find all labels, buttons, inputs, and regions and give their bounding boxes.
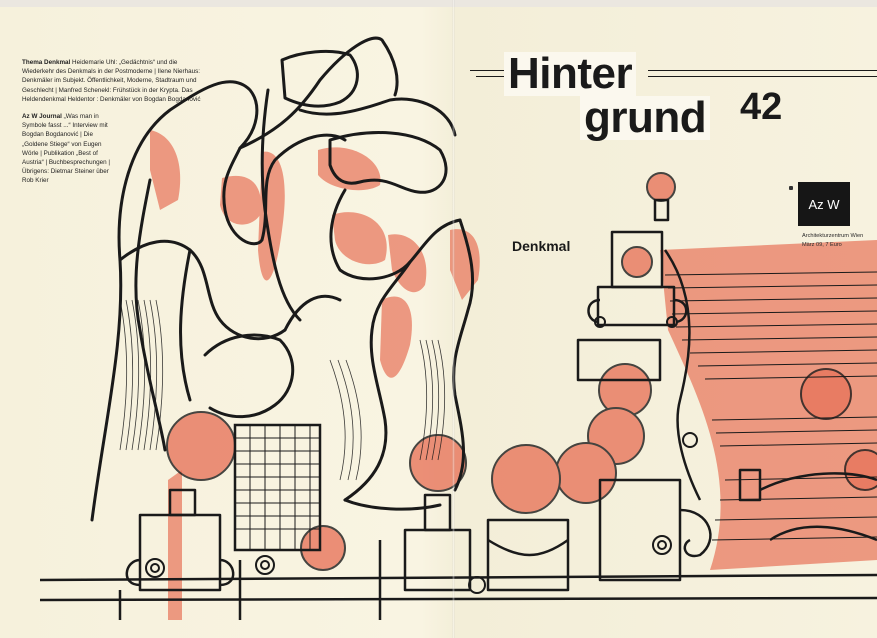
title-rule-top-2 [476,76,504,77]
contents-block-thema: Thema Denkmal Heidemarie Uhl: „Gedächtni… [22,58,208,104]
publisher-date-price: März 09, 7 Euro [802,242,842,248]
publisher-info: Architekturzentrum Wien März 09, 7 Euro [802,232,877,250]
contents-heading-thema: Thema Denkmal [22,59,71,66]
title-rule-right-2 [648,76,877,77]
contents-text-thema: Heidemarie Uhl: „Gedächtnis“ und die Wie… [22,59,201,103]
contents-heading-journal: Az W Journal [22,113,62,121]
issue-number: 42 [740,86,783,128]
logo-mark [789,186,793,190]
contents-text-journal: „Was man in Symbole fasst ...“ Interview… [22,113,110,185]
centre-fold [452,0,455,638]
azw-logo: Az W [798,182,850,226]
publisher-name: Architekturzentrum Wien [802,233,864,239]
scan-edge [0,0,877,7]
magazine-title-line2: grund [580,96,711,140]
magazine-title-line1: Hinter [504,52,637,96]
title-rule-right [648,70,877,71]
contents-column: Thema Denkmal Heidemarie Uhl: „Gedächtni… [22,58,208,194]
title-rule-top [470,70,504,71]
contents-block-journal: Az W Journal „Was man in Symbole fasst .… [22,112,114,186]
theme-label: Denkmal [512,238,571,254]
